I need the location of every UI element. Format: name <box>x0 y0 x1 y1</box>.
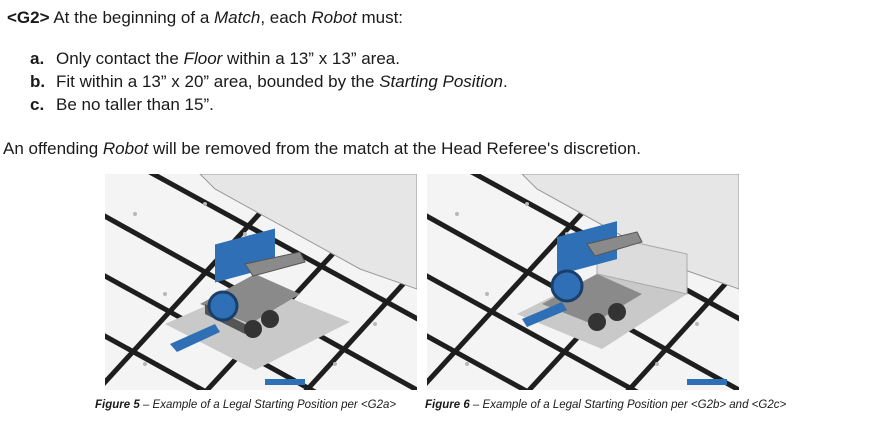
list-letter: c. <box>30 95 45 114</box>
list-letter: b. <box>30 72 46 91</box>
figure-5-image <box>105 174 417 390</box>
list-letter: a. <box>30 49 45 68</box>
rule-heading: <G2> At the beginning of a Match, each R… <box>7 8 403 28</box>
figure-caption-text: – Example of a Legal Starting Position p… <box>469 399 787 411</box>
list-item-a: a. Only contact the Floor within a 13” x … <box>30 48 508 71</box>
figure-6-image <box>427 174 739 390</box>
list-item-c: c. Be no taller than 15”. <box>30 94 508 117</box>
rule-id: <G2> <box>7 8 50 27</box>
list-text: Be no taller than 15”. <box>56 95 214 114</box>
rule-intro-1: At the beginning of a <box>49 8 215 27</box>
starting-position-term: Starting Position <box>379 72 503 91</box>
rule-intro-2: , each <box>260 8 312 27</box>
note-text: An offending <box>3 139 103 158</box>
rule-intro-3: must: <box>356 8 404 27</box>
floor-term: Floor <box>183 49 223 68</box>
list-item-b: b. Fit within a 13” x 20” area, bounded b… <box>30 71 508 94</box>
list-text: Only contact the <box>56 49 184 68</box>
note-text: will be removed from the match at the He… <box>148 139 641 158</box>
figure-caption-text: – Example of a Legal Starting Position p… <box>139 399 397 411</box>
match-term: Match <box>214 8 261 27</box>
list-text: Fit within a 13” x 20” area, bounded by … <box>56 72 380 91</box>
figure-6-caption: Figure 6 – Example of a Legal Starting P… <box>425 399 786 411</box>
penalty-note: An offending Robot will be removed from … <box>3 139 641 159</box>
robot-term: Robot <box>102 139 149 158</box>
rule-list: a. Only contact the Floor within a 13” x … <box>30 48 508 117</box>
robot-term: Robot <box>311 8 357 27</box>
list-text: within a 13” x 13” area. <box>222 49 400 68</box>
figure-label: Figure 6 <box>425 399 470 411</box>
figure-5-caption: Figure 5 – Example of a Legal Starting P… <box>95 399 396 411</box>
list-text: . <box>503 72 508 91</box>
figure-label: Figure 5 <box>95 399 140 411</box>
